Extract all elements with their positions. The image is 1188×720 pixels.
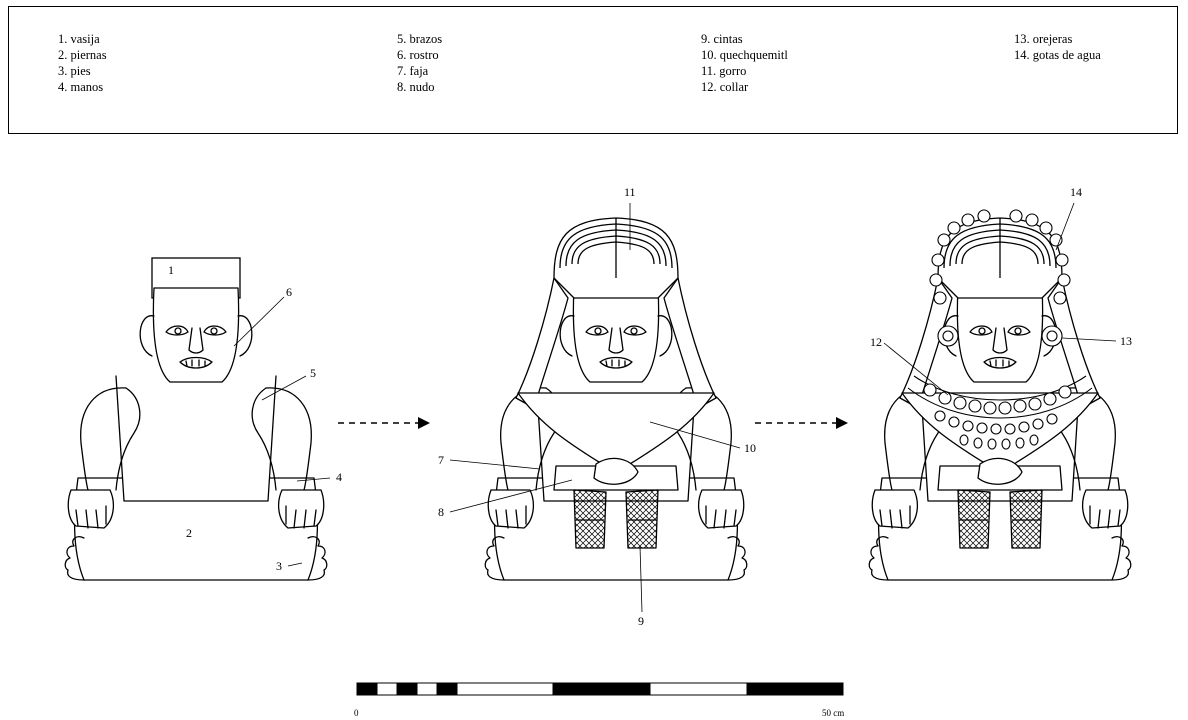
label-1: 1 <box>168 263 174 277</box>
label-8: 8 <box>438 505 444 519</box>
label-12: 12 <box>870 335 882 349</box>
label-5: 5 <box>310 366 316 380</box>
label-14: 14 <box>1070 185 1082 199</box>
arrow-stage-2-to-3 <box>755 417 848 429</box>
label-2: 2 <box>186 526 192 540</box>
leader-7 <box>450 460 540 469</box>
figure-stage-2 <box>485 218 747 580</box>
label-6: 6 <box>286 285 292 299</box>
figure-stage-3 <box>869 210 1131 580</box>
figure-stage-1 <box>65 258 327 580</box>
label-10: 10 <box>744 441 756 455</box>
figure-1-body <box>65 288 327 580</box>
scale-start-label: 0 <box>354 708 359 718</box>
leader-14 <box>1056 203 1074 250</box>
arrow-stage-1-to-2 <box>338 417 430 429</box>
scale-end-label: 50 cm <box>822 708 844 718</box>
label-11: 11 <box>624 185 636 199</box>
scale-bar <box>357 683 843 695</box>
label-13: 13 <box>1120 334 1132 348</box>
label-9: 9 <box>638 614 644 628</box>
leader-6 <box>234 297 284 346</box>
label-3: 3 <box>276 559 282 573</box>
label-7: 7 <box>438 453 444 467</box>
label-4: 4 <box>336 470 342 484</box>
